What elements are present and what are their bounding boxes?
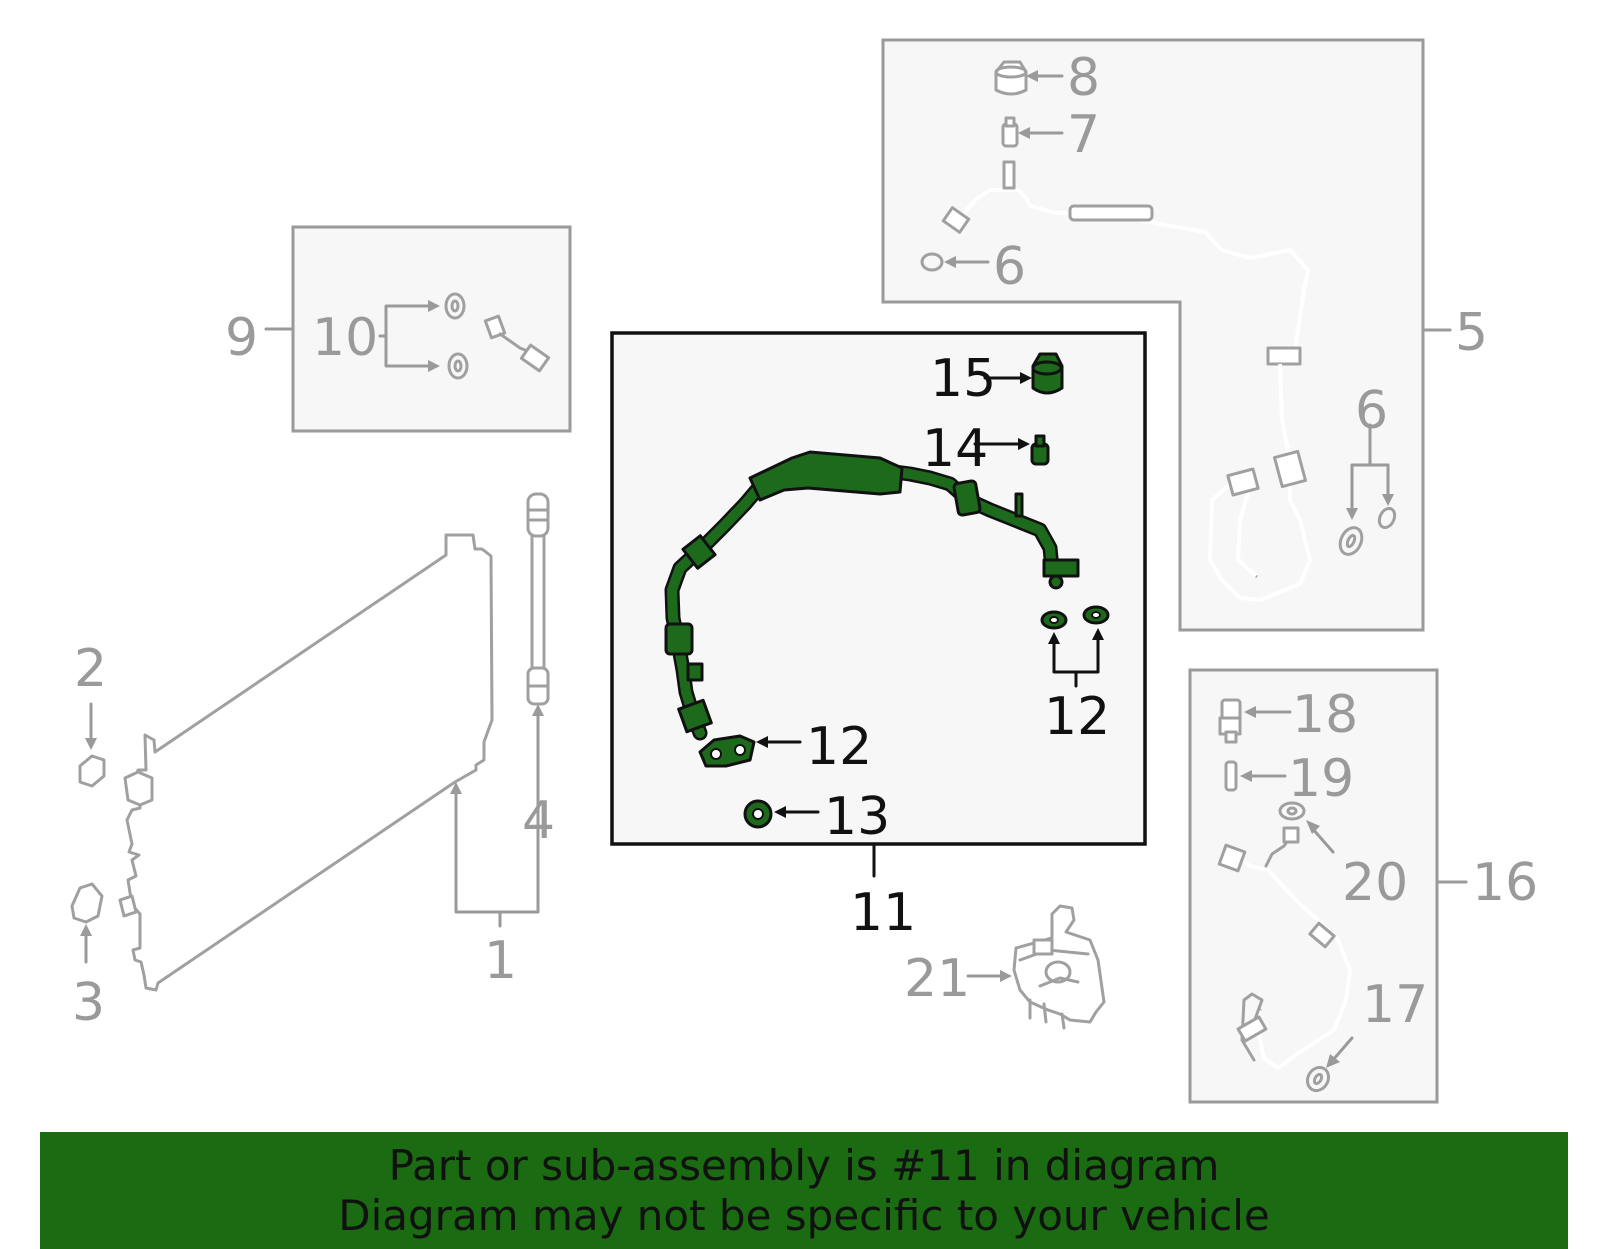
callout-20[interactable]: 20 (1342, 853, 1408, 913)
suction-hose-assembly-11[interactable] (664, 450, 1080, 741)
callout-1[interactable]: 1 (484, 931, 517, 991)
callout-10[interactable]: 10 (312, 308, 378, 368)
valve-core-icon (1001, 116, 1019, 148)
part-21[interactable]: 21 (904, 904, 1106, 1030)
callout-7[interactable]: 7 (1067, 105, 1100, 165)
banner-line-2: Diagram may not be specific to your vehi… (338, 1190, 1270, 1240)
banner-line-1: Part or sub-assembly is #11 in diagram (388, 1140, 1220, 1190)
callout-16[interactable]: 16 (1472, 853, 1538, 913)
hose-assembly-16-icon (1217, 826, 1352, 1070)
pressure-sensor-icon (1218, 698, 1242, 744)
condenser-1[interactable]: 1 (118, 533, 544, 992)
callout-17[interactable]: 17 (1362, 975, 1428, 1035)
callout-4[interactable]: 4 (522, 791, 555, 851)
callout-2[interactable]: 2 (74, 639, 107, 699)
cap-icon (994, 60, 1028, 96)
group-9[interactable]: 9 10 (225, 225, 572, 433)
callout-6-lower[interactable]: 6 (1355, 381, 1388, 441)
group-11-box (610, 331, 1147, 846)
callout-5[interactable]: 5 (1455, 303, 1488, 363)
nut-icon (78, 754, 106, 788)
group-9-box (291, 225, 572, 433)
o-ring-icon (1278, 801, 1306, 821)
bolt-3[interactable]: 3 (70, 882, 105, 1033)
info-banner: Part or sub-assembly is #11 in diagram D… (40, 1132, 1568, 1249)
valve-core-icon (1224, 760, 1238, 792)
callout-3[interactable]: 3 (72, 973, 105, 1033)
callout-18[interactable]: 18 (1292, 685, 1358, 745)
seal-plate-icon (698, 734, 756, 768)
bolt-2[interactable]: 2 (74, 639, 107, 788)
pressure-switch-icon (483, 314, 551, 373)
o-ring-icon (1338, 526, 1364, 556)
callout-12-right[interactable]: 12 (1044, 687, 1110, 747)
receiver-drier-4[interactable]: 4 (522, 492, 555, 851)
callout-14[interactable]: 14 (922, 419, 988, 479)
nut-icon (70, 882, 104, 924)
o-ring-icon (447, 352, 469, 380)
group-16[interactable]: 18 19 20 16 17 (1188, 668, 1538, 1104)
callout-12-left[interactable]: 12 (806, 717, 872, 777)
leader-10 (378, 304, 434, 368)
callout-8[interactable]: 8 (1067, 48, 1100, 108)
cap-15-icon (1031, 352, 1064, 395)
o-ring-icon (444, 292, 466, 320)
o-ring-icon (1377, 506, 1397, 530)
callout-15[interactable]: 15 (930, 349, 996, 409)
valve-14-icon (1030, 434, 1050, 466)
callout-13[interactable]: 13 (824, 787, 890, 847)
callout-9[interactable]: 9 (225, 308, 258, 368)
callout-19[interactable]: 19 (1288, 749, 1354, 809)
callout-11[interactable]: 11 (850, 883, 916, 943)
callout-6-upper[interactable]: 6 (993, 237, 1026, 297)
o-ring-icon (920, 252, 944, 272)
group-5[interactable]: 8 7 6 6 5 (881, 38, 1488, 632)
group-11[interactable]: 15 14 12 12 13 11 (610, 331, 1147, 943)
callout-21[interactable]: 21 (904, 949, 970, 1009)
o-ring-icon (1305, 1065, 1331, 1093)
hose-assembly-5-icon (941, 160, 1312, 602)
